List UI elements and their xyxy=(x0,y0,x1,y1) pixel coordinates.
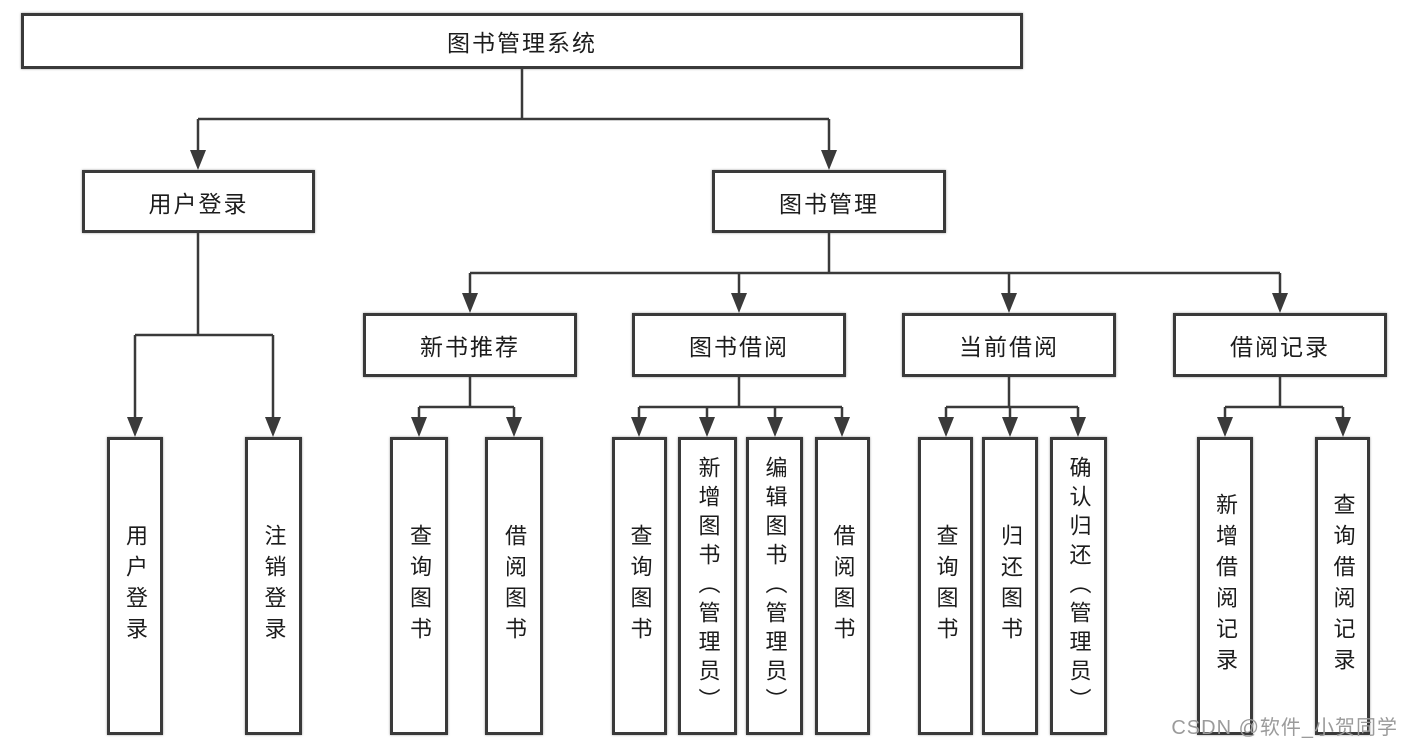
connector-user-login-children xyxy=(127,233,281,437)
csdn-watermark: CSDN @软件_小贺同学 xyxy=(1171,717,1398,739)
connector-current-borrow-children xyxy=(938,377,1086,437)
node-leaf-query-books-borrow-label: 查询图书 xyxy=(627,524,653,648)
node-new-book-rec: 新书推荐 xyxy=(363,313,577,377)
node-leaf-query-books-current-label: 查询图书 xyxy=(933,524,959,648)
node-leaf-query-books-current: 查询图书 xyxy=(918,437,973,735)
node-leaf-logout: 注销登录 xyxy=(245,437,302,735)
node-new-book-rec-label: 新书推荐 xyxy=(420,334,520,360)
node-current-borrow: 当前借阅 xyxy=(902,313,1116,377)
node-book-borrow: 图书借阅 xyxy=(632,313,846,377)
node-leaf-return-books: 归还图书 xyxy=(982,437,1038,735)
connector-new-book-rec-children xyxy=(411,377,522,437)
node-leaf-borrow-books: 借阅图书 xyxy=(815,437,870,735)
node-leaf-query-books-rec-label: 查询图书 xyxy=(407,524,432,648)
node-leaf-user-login-label: 用户登录 xyxy=(123,524,148,648)
connector-book-borrow-children xyxy=(631,377,850,437)
node-borrow-records: 借阅记录 xyxy=(1173,313,1387,377)
node-user-login: 用户登录 xyxy=(82,170,315,233)
node-book-mgmt: 图书管理 xyxy=(712,170,946,233)
node-leaf-add-borrow-record-label: 新增借阅记录 xyxy=(1213,493,1238,679)
node-current-borrow-label: 当前借阅 xyxy=(959,334,1059,360)
node-root-label: 图书管理系统 xyxy=(447,30,597,56)
node-borrow-records-label: 借阅记录 xyxy=(1230,334,1330,360)
node-book-borrow-label: 图书借阅 xyxy=(689,334,789,360)
node-leaf-add-books: 新增图书（管理员） xyxy=(678,437,737,735)
node-book-mgmt-label: 图书管理 xyxy=(779,190,879,217)
node-leaf-edit-books: 编辑图书（管理员） xyxy=(746,437,803,735)
node-leaf-borrow-books-rec: 借阅图书 xyxy=(485,437,543,735)
connector-root-to-level2 xyxy=(190,69,837,170)
node-leaf-confirm-return-label: 确认归还（管理员） xyxy=(1066,455,1092,717)
node-leaf-borrow-books-label: 借阅图书 xyxy=(830,524,856,648)
node-leaf-return-books-label: 归还图书 xyxy=(998,524,1023,648)
node-leaf-query-books-borrow: 查询图书 xyxy=(612,437,667,735)
node-root: 图书管理系统 xyxy=(21,13,1023,69)
node-user-login-label: 用户登录 xyxy=(148,190,249,217)
node-leaf-query-borrow-record: 查询借阅记录 xyxy=(1315,437,1370,735)
node-leaf-edit-books-label: 编辑图书（管理员） xyxy=(762,455,788,717)
node-leaf-borrow-books-rec-label: 借阅图书 xyxy=(502,524,527,648)
node-leaf-add-borrow-record: 新增借阅记录 xyxy=(1197,437,1253,735)
node-leaf-query-borrow-record-label: 查询借阅记录 xyxy=(1330,493,1356,679)
node-leaf-user-login: 用户登录 xyxy=(107,437,163,735)
connector-book-mgmt-to-level3 xyxy=(462,233,1288,313)
node-leaf-logout-label: 注销登录 xyxy=(261,524,287,648)
node-leaf-query-books-rec: 查询图书 xyxy=(390,437,448,735)
node-leaf-add-books-label: 新增图书（管理员） xyxy=(695,455,721,717)
connector-borrow-records-children xyxy=(1217,377,1351,437)
node-leaf-confirm-return: 确认归还（管理员） xyxy=(1050,437,1107,735)
